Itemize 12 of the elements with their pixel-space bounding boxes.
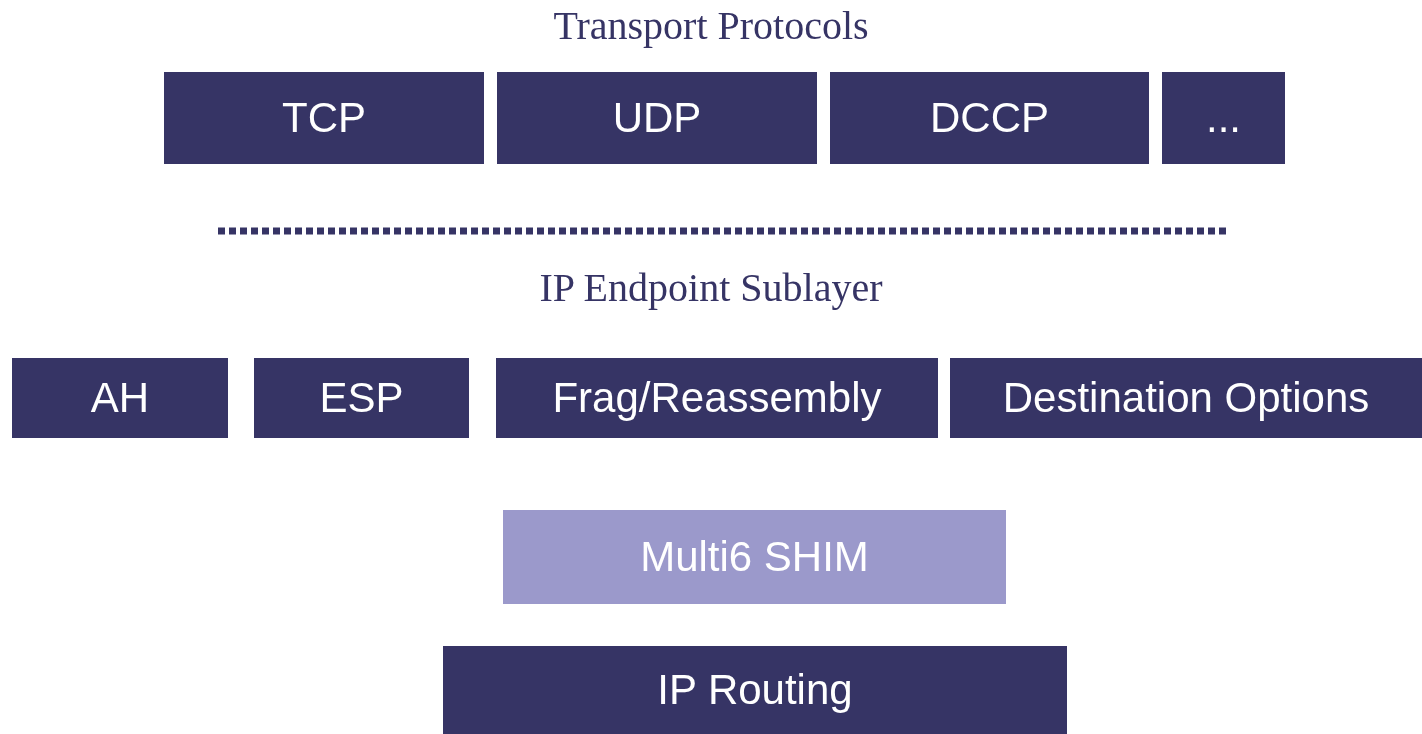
protocol-box: Frag/Reassembly bbox=[496, 358, 938, 438]
protocol-box: TCP bbox=[164, 72, 484, 164]
protocol-box: ... bbox=[1162, 72, 1285, 164]
protocol-box: AH bbox=[12, 358, 228, 438]
layer-heading: IP Endpoint Sublayer bbox=[539, 264, 883, 311]
protocol-box: Multi6 SHIM bbox=[503, 510, 1006, 604]
protocol-box: IP Routing bbox=[443, 646, 1067, 734]
protocol-box: ESP bbox=[254, 358, 469, 438]
protocol-box: DCCP bbox=[830, 72, 1149, 164]
protocol-box: UDP bbox=[497, 72, 817, 164]
layer-heading: Transport Protocols bbox=[553, 2, 869, 49]
protocol-box: Destination Options bbox=[950, 358, 1422, 438]
